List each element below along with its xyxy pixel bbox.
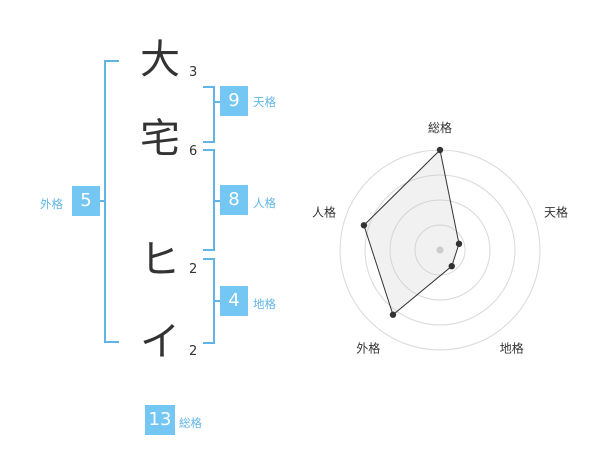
stroke-count-1: 3 [189,65,198,80]
jinkaku-value-box: 8 [220,185,248,215]
stroke-count-3: 2 [189,262,198,277]
tenkaku-value-box: 9 [220,86,248,116]
radar-point-1 [436,146,444,154]
radar-center-dot [436,246,444,254]
radar-series-polygon [363,148,460,316]
radar-axis-label-2: 天格 [544,204,568,219]
stroke-count-2: 6 [189,144,198,159]
radar-axis-label-4: 外格 [356,341,380,356]
radar-axis-label-1: 総格 [428,120,452,135]
gaikaku-label: 外格 [40,197,63,211]
gaikaku-bracket [104,60,119,343]
radar-point-2 [455,240,463,248]
name-char-4: イ [140,319,180,365]
name-char-2: 宅 [140,116,180,162]
radar-point-4 [389,311,397,318]
gaikaku-connector [100,200,104,202]
name-char-1: 大 [140,37,180,83]
radar-point-3 [448,262,455,270]
radar-axis-label-5: 人格 [312,204,336,219]
chikaku-label: 地格 [253,297,276,311]
radar-axis-label-3: 地格 [500,341,524,356]
jinkaku-connector [215,200,221,202]
soukaku-label: 総格 [179,416,202,430]
jinkaku-label: 人格 [253,196,276,210]
chikaku-value-box: 4 [220,286,248,316]
radar-point-5 [360,222,368,229]
jinkaku-bracket [203,149,215,251]
stroke-count-4: 2 [189,344,198,359]
gaikaku-value-box: 5 [72,186,100,216]
tenkaku-label: 天格 [253,95,276,109]
tenkaku-bracket [203,86,215,143]
chikaku-connector [215,300,221,302]
radar-ring-2 [389,199,491,301]
chikaku-bracket [203,258,215,344]
tenkaku-connector [215,101,221,103]
radar-ring-1 [414,224,466,276]
radar-ring-3 [364,174,516,326]
name-char-3: ヒ [140,237,180,283]
soukaku-value-box: 13 [145,405,175,435]
